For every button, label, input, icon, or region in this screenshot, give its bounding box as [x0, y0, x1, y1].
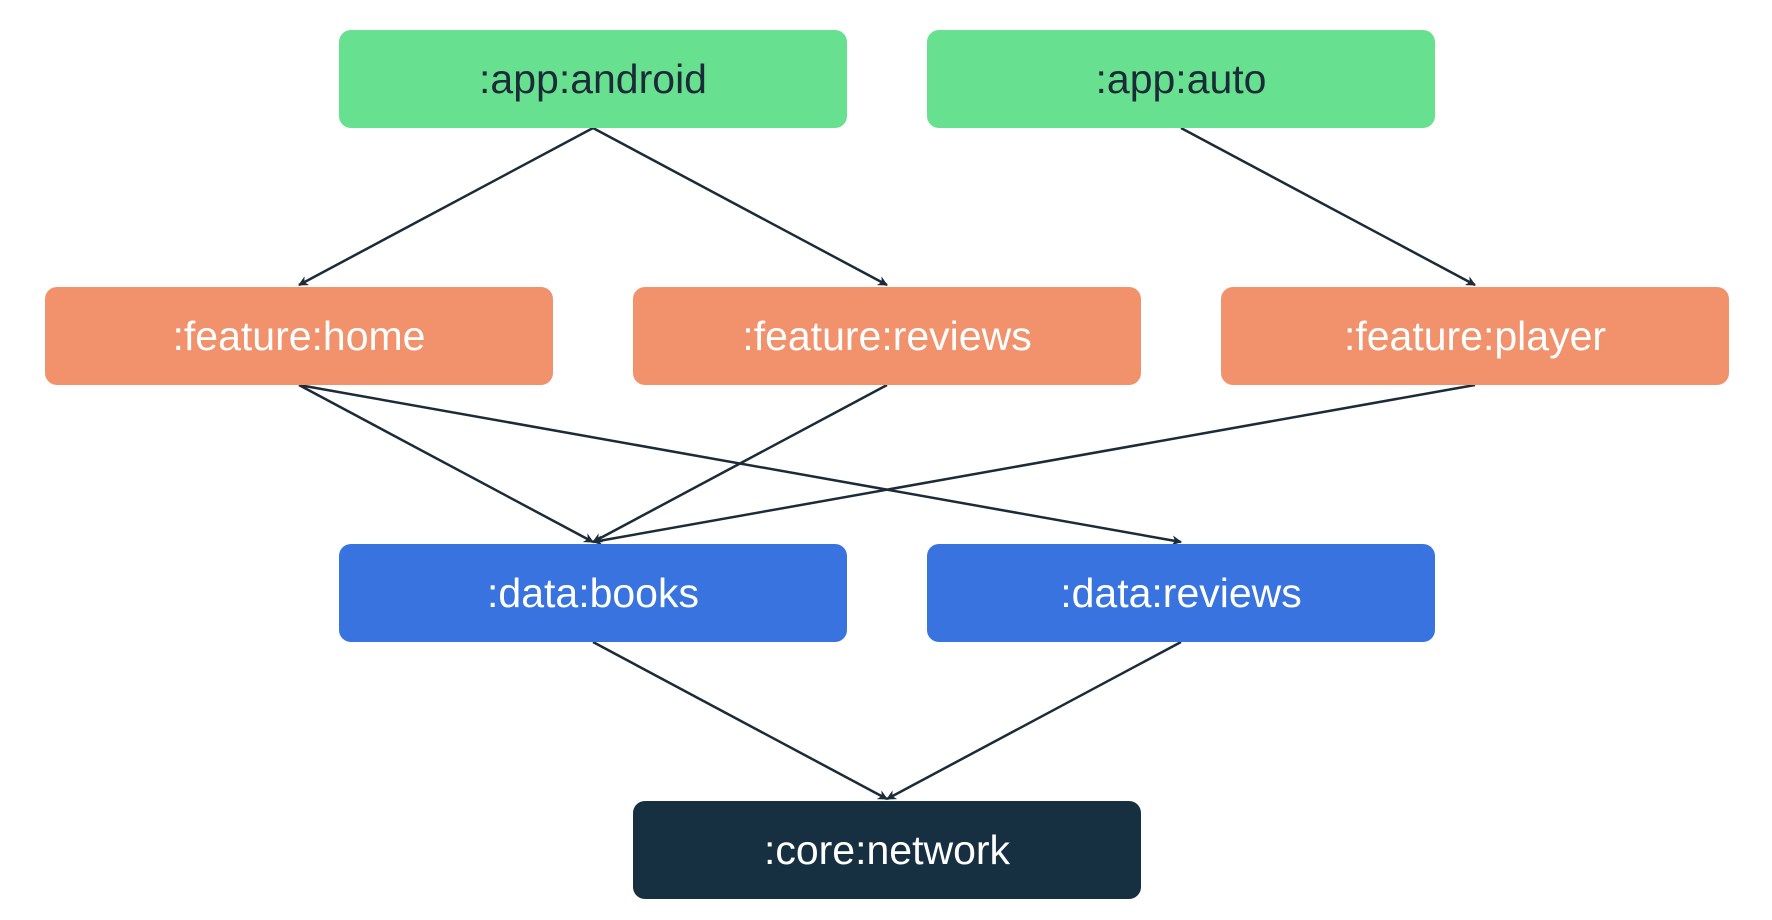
- node-feature-player: :feature:player: [1221, 287, 1729, 385]
- node-feature-reviews: :feature:reviews: [633, 287, 1141, 385]
- edge-app-android-to-feature-reviews: [592, 126, 888, 287]
- node-app-android: :app:android: [339, 30, 847, 128]
- edge-feature-home-to-data-books: [298, 383, 594, 544]
- edge-data-books-to-core-network: [592, 640, 888, 801]
- edge-feature-player-to-data-books: [592, 383, 1476, 546]
- edge-app-auto-to-feature-player: [1180, 126, 1476, 287]
- node-data-books: :data:books: [339, 544, 847, 642]
- node-feature-home: :feature:home: [45, 287, 553, 385]
- edge-app-android-to-feature-home: [298, 126, 594, 287]
- node-core-network: :core:network: [633, 801, 1141, 899]
- node-data-reviews: :data:reviews: [927, 544, 1435, 642]
- edge-feature-reviews-to-data-books: [592, 383, 888, 544]
- edge-data-reviews-to-core-network: [886, 640, 1182, 801]
- node-app-auto: :app:auto: [927, 30, 1435, 128]
